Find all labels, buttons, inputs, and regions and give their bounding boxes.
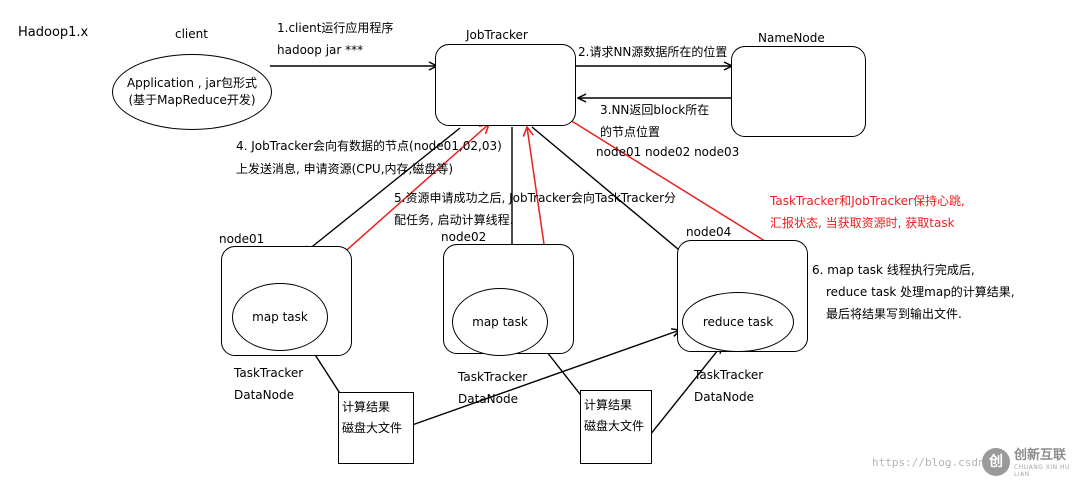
node04-role-datanode: DataNode <box>694 390 754 404</box>
step1-text-line2: hadoop jar *** <box>277 43 364 57</box>
watermark-url: https://blog.csdn <box>872 456 985 469</box>
namenode-box <box>731 46 866 137</box>
jobtracker-label: JobTracker <box>466 28 528 42</box>
node02-label: node02 <box>441 230 487 244</box>
node04-reduce-task-ellipse: reduce task <box>682 292 794 352</box>
node02-role-datanode: DataNode <box>458 392 518 406</box>
step2-text: 2.请求NN源数据所在的位置 <box>578 45 728 59</box>
file1-line2: 磁盘大文件 <box>342 421 403 435</box>
node01-task-label: map task <box>252 309 308 324</box>
node01-map-task-ellipse: map task <box>232 283 328 351</box>
watermark-brand-name: 创新互联 <box>1014 448 1067 463</box>
namenode-label: NameNode <box>758 31 825 45</box>
arrow-jt-to-node01 <box>303 127 461 254</box>
client-app-line1: Application , jar包形式 <box>126 76 258 90</box>
node01-label: node01 <box>219 232 265 246</box>
step6-text-line1: 6. map task 线程执行完成后, <box>812 263 975 277</box>
step5-text-line2: 配任务, 启动计算线程. <box>394 213 514 227</box>
node04-role-tasktracker: TaskTracker <box>694 368 764 382</box>
jobtracker-box <box>435 44 576 126</box>
heartbeat-arrow-node02 <box>522 125 547 259</box>
file-result-box-2: 计算结果 磁盘大文件 <box>580 390 652 464</box>
node02-role-tasktracker: TaskTracker <box>458 370 528 384</box>
file2-line2: 磁盘大文件 <box>584 419 645 433</box>
heartbeat-text-line1: TaskTracker和JobTracker保持心跳, <box>770 194 965 208</box>
step3-text-line2: 的节点位置 <box>600 125 661 139</box>
arrow-file1-to-reduce <box>397 330 680 431</box>
node01-role-tasktracker: TaskTracker <box>234 366 304 380</box>
step6-text-line3: 最后将结果写到输出文件. <box>826 307 962 321</box>
watermark: https://blog.csdn 创 创新互联 CHUANG XIN HU L… <box>872 448 1072 478</box>
watermark-logo-icon: 创 <box>982 448 1010 476</box>
client-application-ellipse: Application , jar包形式 (基于MapReduce开发) <box>112 54 272 130</box>
step4-text-line2: 上发送消息, 申请资源(CPU,内存,磁盘等) <box>236 162 454 176</box>
step4-text-line1: 4. JobTracker会向有数据的节点(node01,02,03) <box>236 139 502 153</box>
client-app-line2: (基于MapReduce开发) <box>128 93 256 107</box>
file1-line1: 计算结果 <box>342 400 391 414</box>
client-label: client <box>175 27 208 41</box>
node02-task-label: map task <box>472 314 528 329</box>
file2-line1: 计算结果 <box>584 398 633 412</box>
heartbeat-arrow-node04 <box>560 114 777 249</box>
step5-text-line1: 5.资源申请成功之后, JobTracker会向TaskTracker分 <box>394 191 677 205</box>
node04-task-label: reduce task <box>702 314 774 329</box>
diagram-title: Hadoop1.x <box>18 25 89 40</box>
step1-text-line1: 1.client运行应用程序 <box>277 21 394 35</box>
step3-text-line1: 3.NN返回block所在 <box>600 103 710 117</box>
node02-map-task-ellipse: map task <box>452 288 548 356</box>
file-result-box-1: 计算结果 磁盘大文件 <box>338 392 414 464</box>
node04-label: node04 <box>686 225 732 239</box>
step3-text-line3: node01 node02 node03 <box>596 145 740 159</box>
step6-text-line2: reduce task 处理map的计算结果, <box>826 285 1015 299</box>
watermark-brand-sub: CHUANG XIN HU LIAN <box>1014 464 1070 478</box>
node01-role-datanode: DataNode <box>234 388 294 402</box>
heartbeat-arrow-node01 <box>339 122 491 257</box>
heartbeat-text-line2: 汇报状态, 当获取资源时, 获取task <box>770 216 955 230</box>
